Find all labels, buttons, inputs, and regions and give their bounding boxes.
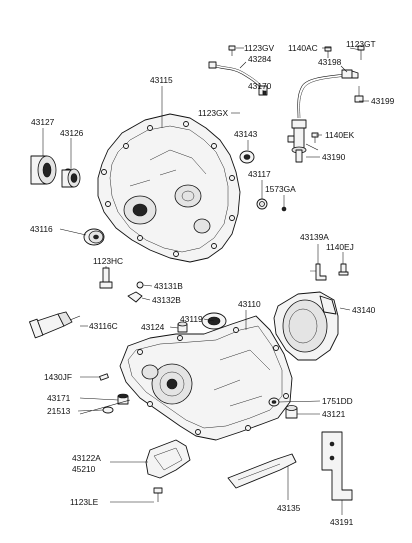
- label-43198: 43198: [318, 57, 342, 67]
- label-1123GV: 1123GV: [244, 43, 275, 53]
- label-43171: 43171: [47, 393, 71, 403]
- label-43122A: 43122A: [72, 453, 101, 463]
- label-1123HC: 1123HC: [93, 256, 123, 266]
- plug-1573GA: [281, 206, 287, 212]
- sensor-harness-43198: [297, 69, 364, 119]
- label-43116C: 43116C: [89, 321, 118, 331]
- label-43126: 43126: [60, 128, 84, 138]
- plug-43171: [117, 393, 129, 405]
- label-43127: 43127: [31, 117, 55, 127]
- pin-43131B: [136, 281, 144, 289]
- bolt-1123GV: [228, 45, 236, 56]
- bushing-43124: [177, 321, 188, 333]
- label-1140AC: 1140AC: [288, 43, 318, 53]
- part-labels: 1123GV 1140AC 1123GT 43284 43170 43198 4…: [30, 39, 395, 527]
- bolt-1140EJ: [338, 263, 349, 276]
- bracket-43122A: [145, 439, 191, 479]
- rear-cover-43140: [273, 291, 339, 361]
- label-43135: 43135: [277, 503, 301, 513]
- label-43115: 43115: [150, 75, 173, 85]
- label-43170: 43170: [248, 81, 272, 91]
- bracket-43191: [321, 431, 353, 501]
- bolt-1140EK: [311, 132, 319, 143]
- label-43199: 43199: [371, 96, 395, 106]
- label-43140: 43140: [352, 305, 376, 315]
- label-1140EK: 1140EK: [325, 130, 355, 140]
- label-43121: 43121: [322, 409, 346, 419]
- pin-1430JF: [99, 373, 109, 381]
- label-43191: 43191: [330, 517, 354, 527]
- label-1573GA: 1573GA: [265, 184, 296, 194]
- washer-1751DD: [268, 397, 280, 407]
- label-1123GX: 1123GX: [198, 108, 229, 118]
- label-43119: 43119: [180, 314, 203, 324]
- bearing-43126: [61, 168, 81, 188]
- bolt-1140AC: [324, 46, 332, 58]
- oil-seal-43143: [239, 150, 255, 164]
- bracket-43139A: [310, 263, 327, 281]
- transaxle-case-43115: [97, 113, 241, 263]
- label-43124: 43124: [141, 322, 165, 332]
- label-43116: 43116: [30, 224, 53, 234]
- bolt-1123HC: [99, 267, 113, 289]
- gear-43116: [83, 228, 105, 246]
- label-43110: 43110: [238, 299, 261, 309]
- label-1140EJ: 1140EJ: [326, 242, 354, 252]
- label-43132B: 43132B: [152, 295, 181, 305]
- label-43131B: 43131B: [154, 281, 183, 291]
- leader-lines: [42, 47, 369, 515]
- label-43143: 43143: [234, 129, 258, 139]
- vehicle-speed-sensor-43190: [287, 119, 319, 163]
- label-43139A: 43139A: [300, 232, 329, 242]
- label-1430JF: 1430JF: [44, 372, 72, 382]
- clutch-housing-43110: [119, 315, 293, 441]
- label-43117: 43117: [248, 169, 271, 179]
- label-1123LE: 1123LE: [70, 497, 99, 507]
- oil-seal-43127: [30, 155, 57, 185]
- label-1751DD: 1751DD: [322, 396, 353, 406]
- label-21513: 21513: [47, 406, 71, 416]
- clip-43132B: [127, 291, 143, 303]
- washer-21513: [102, 406, 114, 414]
- label-1123GT: 1123GT: [346, 39, 376, 49]
- label-45210: 45210: [72, 464, 96, 474]
- plate-43135: [227, 453, 297, 489]
- label-43284: 43284: [248, 54, 272, 64]
- sealant-43116C: [29, 311, 81, 339]
- label-43190: 43190: [322, 152, 346, 162]
- bolt-1123LE: [153, 487, 163, 502]
- plug-43117: [256, 198, 268, 210]
- plug-43121: [285, 405, 298, 419]
